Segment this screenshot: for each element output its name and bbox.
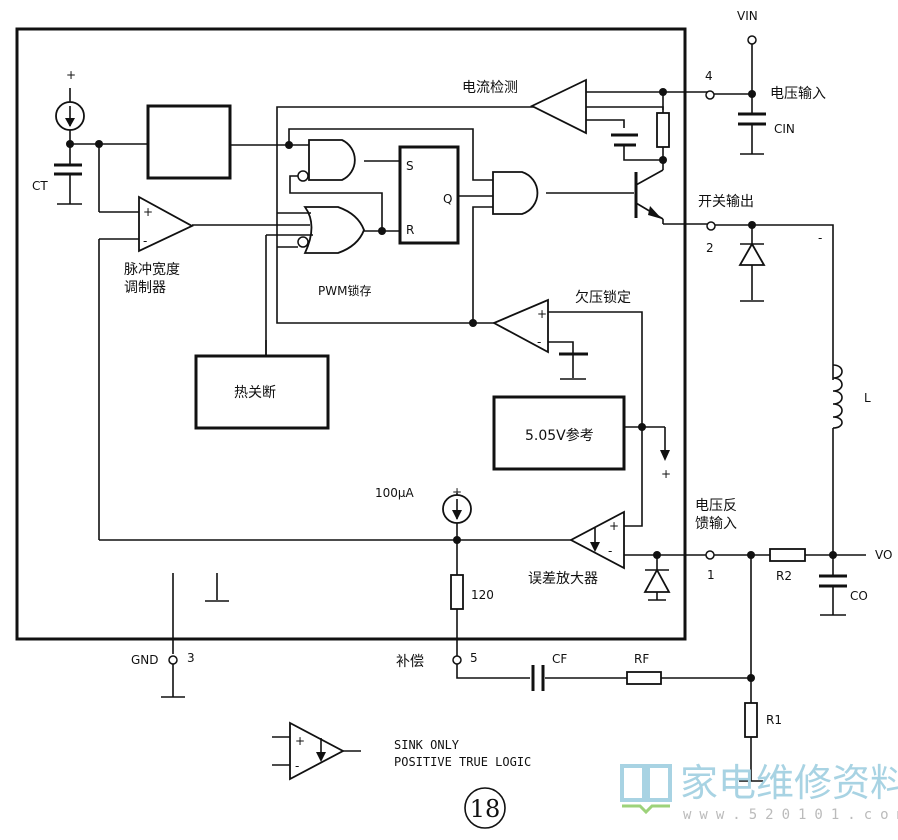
feedback-label-2: 馈输入 xyxy=(695,516,737,532)
latch-r-label: R xyxy=(406,223,414,237)
r2-resistor xyxy=(769,548,806,562)
vin-terminal xyxy=(747,35,757,45)
pin-5 xyxy=(452,655,462,665)
catch-diode xyxy=(738,225,766,302)
current-sense-label: 电流检测 xyxy=(462,80,518,96)
switch-output-label: 开关输出 xyxy=(698,194,754,210)
compensation-label: 补偿 xyxy=(396,654,424,670)
pwm-comparator-label-1: 脉冲宽度 xyxy=(124,261,180,278)
vin-input-label: 电压输入 xyxy=(770,86,826,102)
error-amplifier xyxy=(569,510,625,570)
pwm-minus: - xyxy=(143,234,147,248)
rf-resistor xyxy=(626,671,662,685)
pwm-plus: + xyxy=(143,205,153,219)
watermark-text: 家电维修资料网 xyxy=(680,761,898,805)
pin-4-number: 4 xyxy=(705,69,713,83)
figure-number: 18 xyxy=(470,795,501,823)
pin-4 xyxy=(705,90,715,100)
ct-plus-label: + xyxy=(66,68,76,82)
cf-label: CF xyxy=(552,652,567,666)
sr-latch xyxy=(398,145,460,245)
ea-plus: + xyxy=(609,519,619,533)
watermark-logo xyxy=(620,764,672,815)
reference-label: 5.05V参考 xyxy=(525,427,594,444)
ea-minus: - xyxy=(608,544,612,558)
cf-capacitor xyxy=(531,665,627,691)
pwm-comparator xyxy=(138,195,194,253)
latch-s-label: S xyxy=(406,159,414,173)
uvlo-plus: + xyxy=(537,307,547,321)
resistor-120 xyxy=(450,574,464,610)
cin-label: CIN xyxy=(774,122,795,136)
legend-plus: + xyxy=(295,734,305,748)
r1-label: R1 xyxy=(766,713,782,727)
legend-line-1: SINK ONLY xyxy=(394,738,460,752)
ct-current-source xyxy=(55,88,85,144)
co-capacitor xyxy=(819,555,847,616)
ref-plus: + xyxy=(661,467,671,481)
thermal-shutdown-label: 热关断 xyxy=(234,385,276,401)
pin-3 xyxy=(168,655,178,665)
current-sense-amp xyxy=(529,78,587,135)
inductor-l xyxy=(832,364,843,429)
pin-5-number: 5 xyxy=(470,651,478,665)
source-plus: + xyxy=(452,485,462,499)
clamp-diode xyxy=(643,555,671,601)
ic-boundary xyxy=(15,27,687,641)
or-gate-reset xyxy=(303,206,365,254)
inverter-bubble xyxy=(297,170,309,182)
reference-block xyxy=(492,395,626,471)
legend-minus: - xyxy=(295,759,299,773)
thermal-shutdown-block xyxy=(194,354,330,430)
pin-1-number: 1 xyxy=(707,568,715,582)
legend-line-2: POSITIVE TRUE LOGIC xyxy=(394,755,531,769)
rf-label: RF xyxy=(634,652,649,666)
and-gate-output xyxy=(492,171,539,215)
feedback-label-1: 电压反 xyxy=(695,498,737,514)
figure-number-circle xyxy=(464,787,506,829)
pin-3-number: 3 xyxy=(187,651,195,665)
current-source-label: 100μA xyxy=(375,486,415,500)
vin-label: VIN xyxy=(737,9,758,23)
pwm-latch-label: PWM锁存 xyxy=(318,283,371,298)
error-amp-label: 误差放大器 xyxy=(528,571,598,587)
gnd-label: GND xyxy=(131,653,159,667)
r2-label: R2 xyxy=(776,569,792,583)
oscillator-block xyxy=(146,104,232,180)
sense-resistor xyxy=(656,112,670,148)
uvlo-label: 欠压锁定 xyxy=(575,290,631,306)
pin-1 xyxy=(705,550,715,560)
cin-capacitor xyxy=(738,94,766,155)
uvlo-comparator xyxy=(491,298,549,354)
and-gate-set xyxy=(308,139,356,181)
junction-dot xyxy=(378,227,386,235)
watermark-url: www.520101.com xyxy=(683,807,898,823)
pin-2 xyxy=(706,221,716,231)
uvlo-minus: - xyxy=(537,335,541,349)
r1-resistor xyxy=(744,702,758,738)
latch-q-label: Q xyxy=(443,192,452,206)
vo-label: VO xyxy=(875,548,892,562)
legend-symbol xyxy=(272,721,361,781)
junction-dot xyxy=(469,319,477,327)
output-transistor xyxy=(634,160,709,225)
ct-capacitor xyxy=(54,144,82,205)
co-label: CO xyxy=(850,589,868,603)
inverter-bubble xyxy=(297,236,309,248)
resistor-120-label: 120 xyxy=(471,588,494,602)
ct-label: CT xyxy=(32,179,48,193)
inductor-label: L xyxy=(864,391,871,405)
minus-mark: - xyxy=(818,231,822,245)
pwm-comparator-label-2: 调制器 xyxy=(124,280,166,296)
pin-2-number: 2 xyxy=(706,241,714,255)
